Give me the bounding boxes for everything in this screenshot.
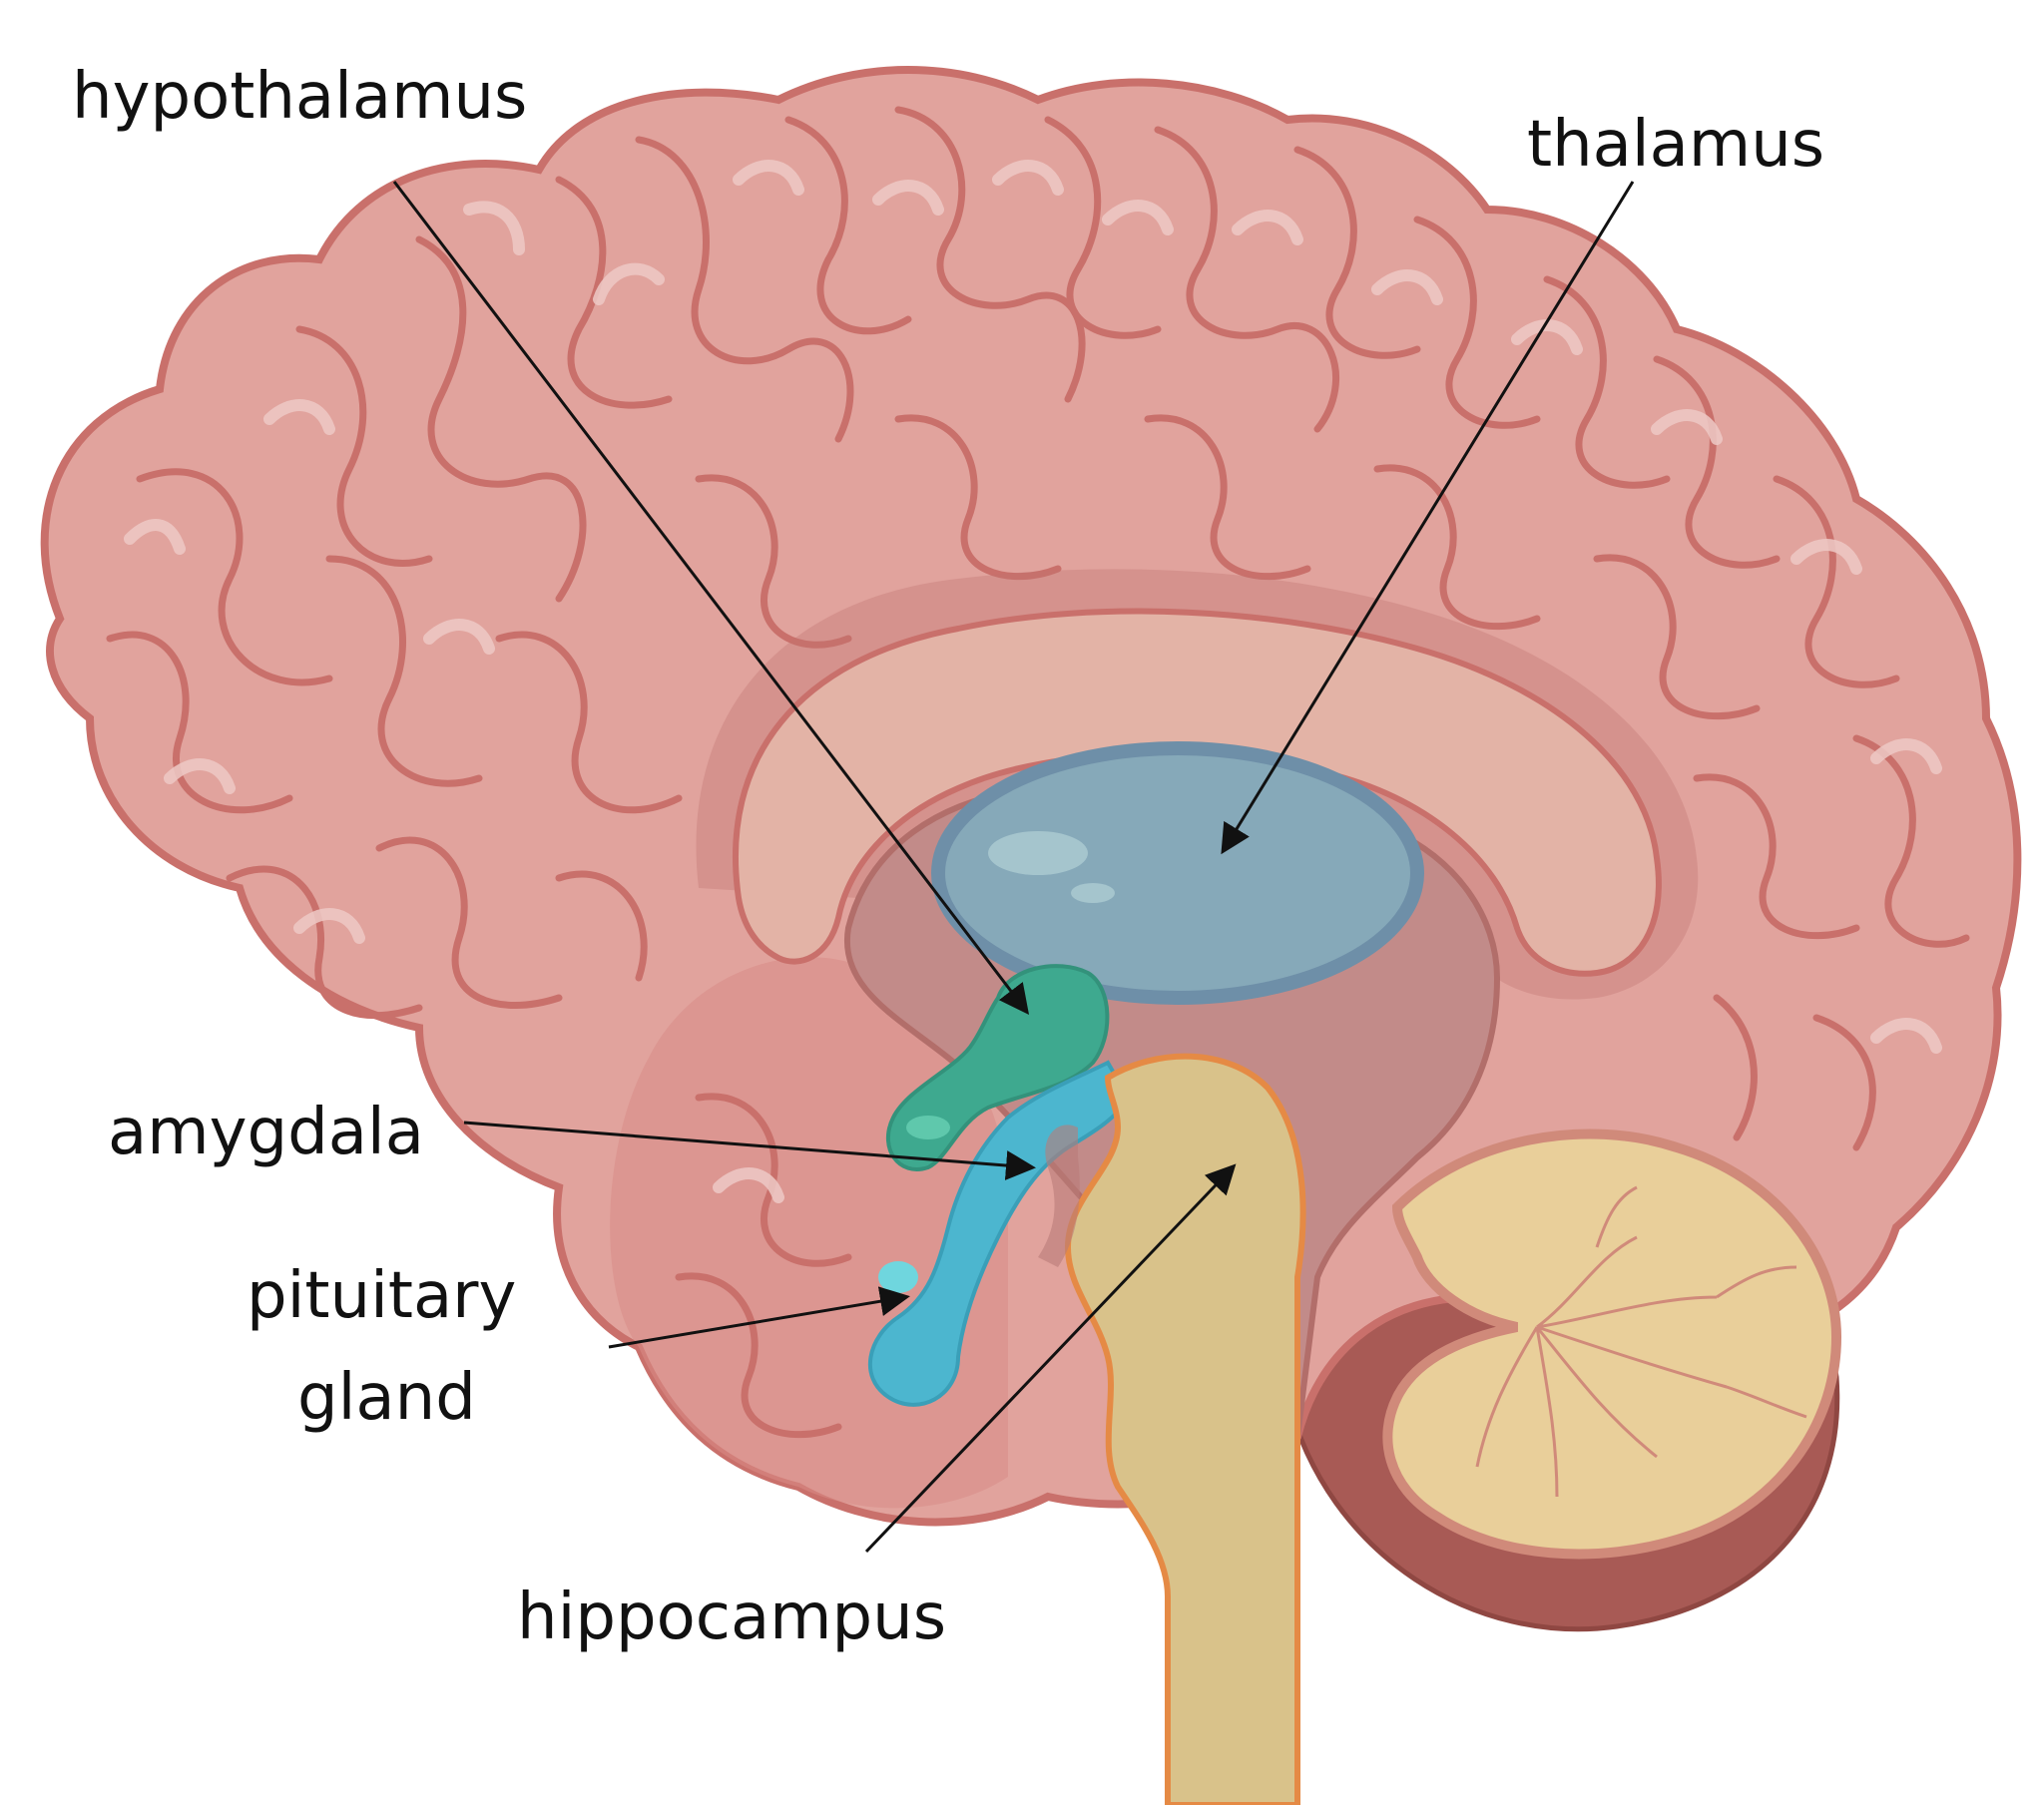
label-pituitary-line1: pituitary — [247, 1259, 516, 1333]
brainstem — [1064, 1053, 1306, 1805]
corpus-callosum — [732, 608, 1662, 977]
hypothalamus-structure — [886, 964, 1110, 1171]
label-thalamus: thalamus — [1527, 108, 1824, 182]
hippocampus-leader — [864, 1163, 1237, 1554]
thalamus-highlight-small — [1071, 883, 1115, 903]
gyri-highlights — [124, 160, 1942, 1203]
thalamus-leader — [1221, 181, 1635, 855]
pituitary-highlight — [878, 1261, 918, 1293]
gyri-folds — [106, 106, 1970, 1439]
label-pituitary-line2: gland — [297, 1361, 476, 1435]
leader-lines — [392, 181, 1635, 1554]
label-amygdala: amygdala — [108, 1096, 424, 1169]
brain-illustration — [40, 66, 2022, 1805]
hypothalamus-leader — [392, 181, 1030, 1015]
hypothalamus-highlight — [906, 1116, 950, 1139]
label-hypothalamus: hypothalamus — [72, 60, 527, 134]
labels: hypothalamus thalamus amygdala pituitary… — [72, 60, 1824, 1654]
hippocampus-structure — [1038, 1125, 1080, 1267]
amygdala-leader — [463, 1121, 1036, 1180]
thalamus-highlight — [988, 831, 1088, 875]
pituitary-leader — [608, 1286, 910, 1349]
label-hippocampus: hippocampus — [517, 1580, 946, 1654]
thalamus-structure — [931, 741, 1424, 1005]
cerebellum — [1382, 1128, 1842, 1560]
